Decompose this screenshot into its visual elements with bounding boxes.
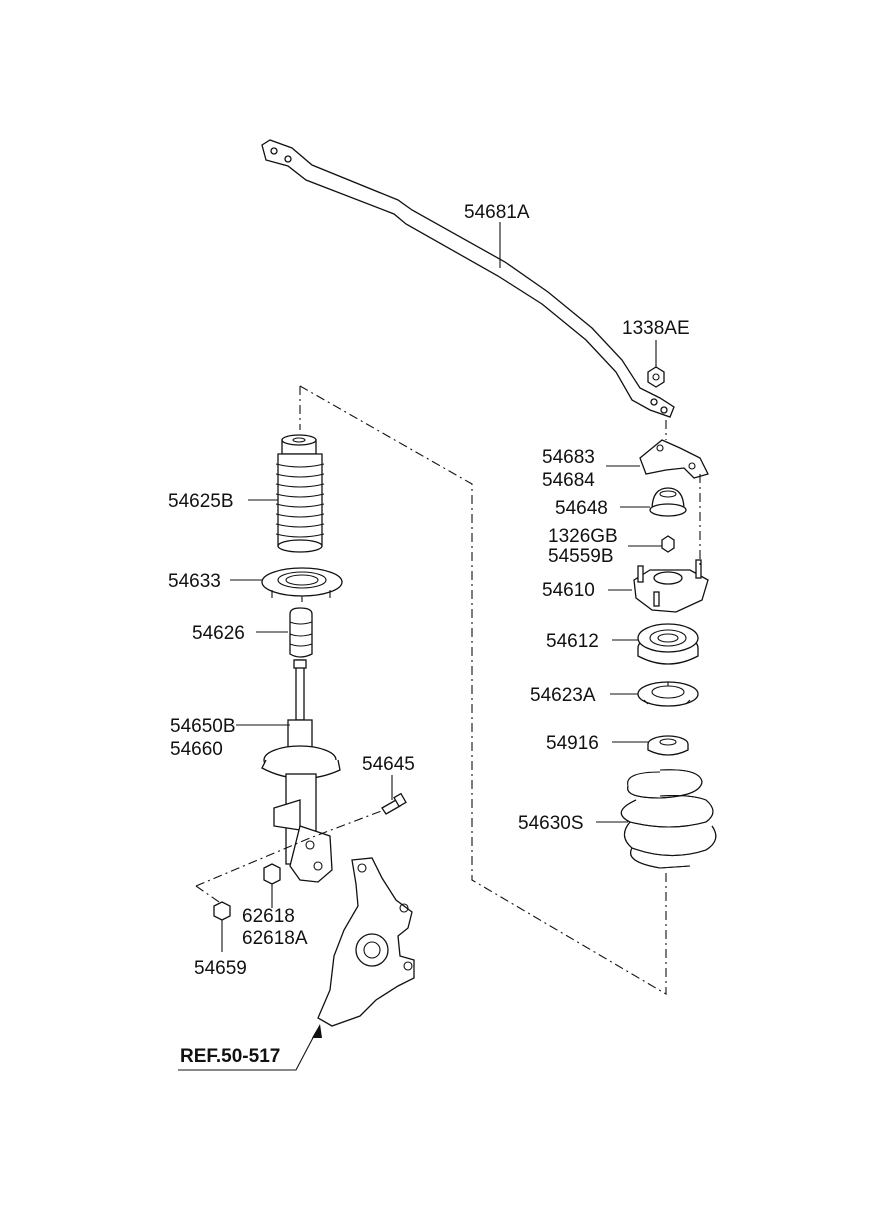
strut-bolt <box>381 792 407 815</box>
stabilizer-bar <box>261 139 675 418</box>
spring-seat <box>261 567 343 602</box>
reference-arrow <box>178 1024 322 1071</box>
label-washer-a: 62618 <box>242 906 295 927</box>
dust-cover <box>275 434 325 553</box>
washer <box>263 863 281 885</box>
lock-nut <box>661 535 675 553</box>
label-bumper-cap: 54648 <box>555 498 608 519</box>
label-washer-b: 62618A <box>242 928 308 949</box>
strut-nut <box>213 901 231 921</box>
leader-lines <box>221 222 662 952</box>
assembly-lines <box>195 385 701 995</box>
label-spring-seat: 54633 <box>168 571 221 592</box>
bumper-cap <box>649 487 687 517</box>
coil-spring <box>620 769 717 869</box>
label-lock-nut-b: 54559B <box>548 546 614 567</box>
label-dust-cover: 54625B <box>168 491 234 512</box>
label-coil-spring: 54630S <box>518 813 584 834</box>
label-spring-pad-upper: 54623A <box>530 685 596 706</box>
label-strut-b: 54660 <box>170 739 223 760</box>
label-stabilizer-bar: 54681A <box>464 202 530 223</box>
label-lock-nut-a: 1326GB <box>548 526 618 547</box>
label-top-nut: 1338AE <box>622 318 690 339</box>
label-insulator: 54610 <box>542 580 595 601</box>
bump-stopper <box>289 607 313 658</box>
strut-assembly <box>261 659 341 883</box>
label-nut: 54659 <box>194 958 247 979</box>
label-bearing: 54612 <box>546 631 599 652</box>
steering-knuckle <box>317 857 415 1027</box>
label-bracket-b: 54684 <box>542 470 595 491</box>
top-nut <box>647 366 665 388</box>
label-bracket-a: 54683 <box>542 447 595 468</box>
mounting-bracket <box>639 439 709 479</box>
upper-spring-pad <box>637 681 699 707</box>
strut-bearing <box>637 623 699 665</box>
lower-spring-pad <box>647 735 689 756</box>
strut-insulator <box>633 559 709 613</box>
label-reference: REF.50-517 <box>180 1046 280 1067</box>
label-bump-stopper: 54626 <box>192 623 245 644</box>
label-spring-pad-lower: 54916 <box>546 733 599 754</box>
label-strut-a: 54650B <box>170 716 236 737</box>
label-bolt: 54645 <box>362 754 415 775</box>
